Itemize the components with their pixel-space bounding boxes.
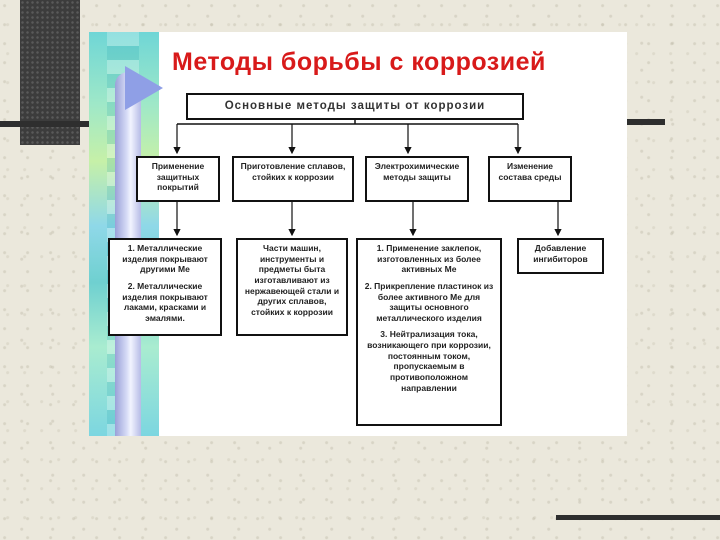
decorative-line-top-right xyxy=(627,119,665,125)
decorative-dark-square xyxy=(20,0,80,145)
detail-item: 1. Применение заклепок, изготовленных из… xyxy=(376,243,482,275)
decorative-line-bottom-right xyxy=(556,515,720,520)
root-label: Основные методы защиты от коррозии xyxy=(224,100,486,113)
method-box-1: Применение защитных покрытий xyxy=(136,156,220,202)
detail-box-3: 1. Применение заклепок, изготовленных из… xyxy=(356,238,502,426)
decorative-line-top-left xyxy=(0,121,90,127)
detail-item: Добавление ингибиторов xyxy=(533,243,588,264)
detail-item: 3. Нейтрализация тока, возникающего при … xyxy=(367,329,491,393)
method-box-4: Изменение состава среды xyxy=(488,156,572,202)
detail-box-1: 1. Металлические изделия покрывают други… xyxy=(108,238,222,336)
detail-item: Части машин, инструменты и предметы быта… xyxy=(244,243,340,317)
slide-title: Методы борьбы с коррозией xyxy=(172,48,546,76)
method-box-2: Приготовление сплавов, стойких к коррози… xyxy=(232,156,354,202)
detail-item: 2. Металлические изделия покрывают лакам… xyxy=(122,280,208,323)
decorative-triangle xyxy=(125,66,163,110)
root-box: Основные методы защиты от коррозии xyxy=(186,93,524,120)
detail-box-2: Части машин, инструменты и предметы быта… xyxy=(236,238,348,336)
method-label: Электрохимические методы защиты xyxy=(374,161,460,182)
method-label: Применение защитных покрытий xyxy=(151,161,205,193)
detail-item: 1. Металлические изделия покрывают други… xyxy=(122,243,208,275)
detail-box-4: Добавление ингибиторов xyxy=(517,238,604,274)
detail-item: 2. Прикрепление пластинок из более актив… xyxy=(364,280,494,323)
method-label: Приготовление сплавов, стойких к коррози… xyxy=(240,161,346,182)
method-box-3: Электрохимические методы защиты xyxy=(365,156,469,202)
method-label: Изменение состава среды xyxy=(498,161,562,182)
